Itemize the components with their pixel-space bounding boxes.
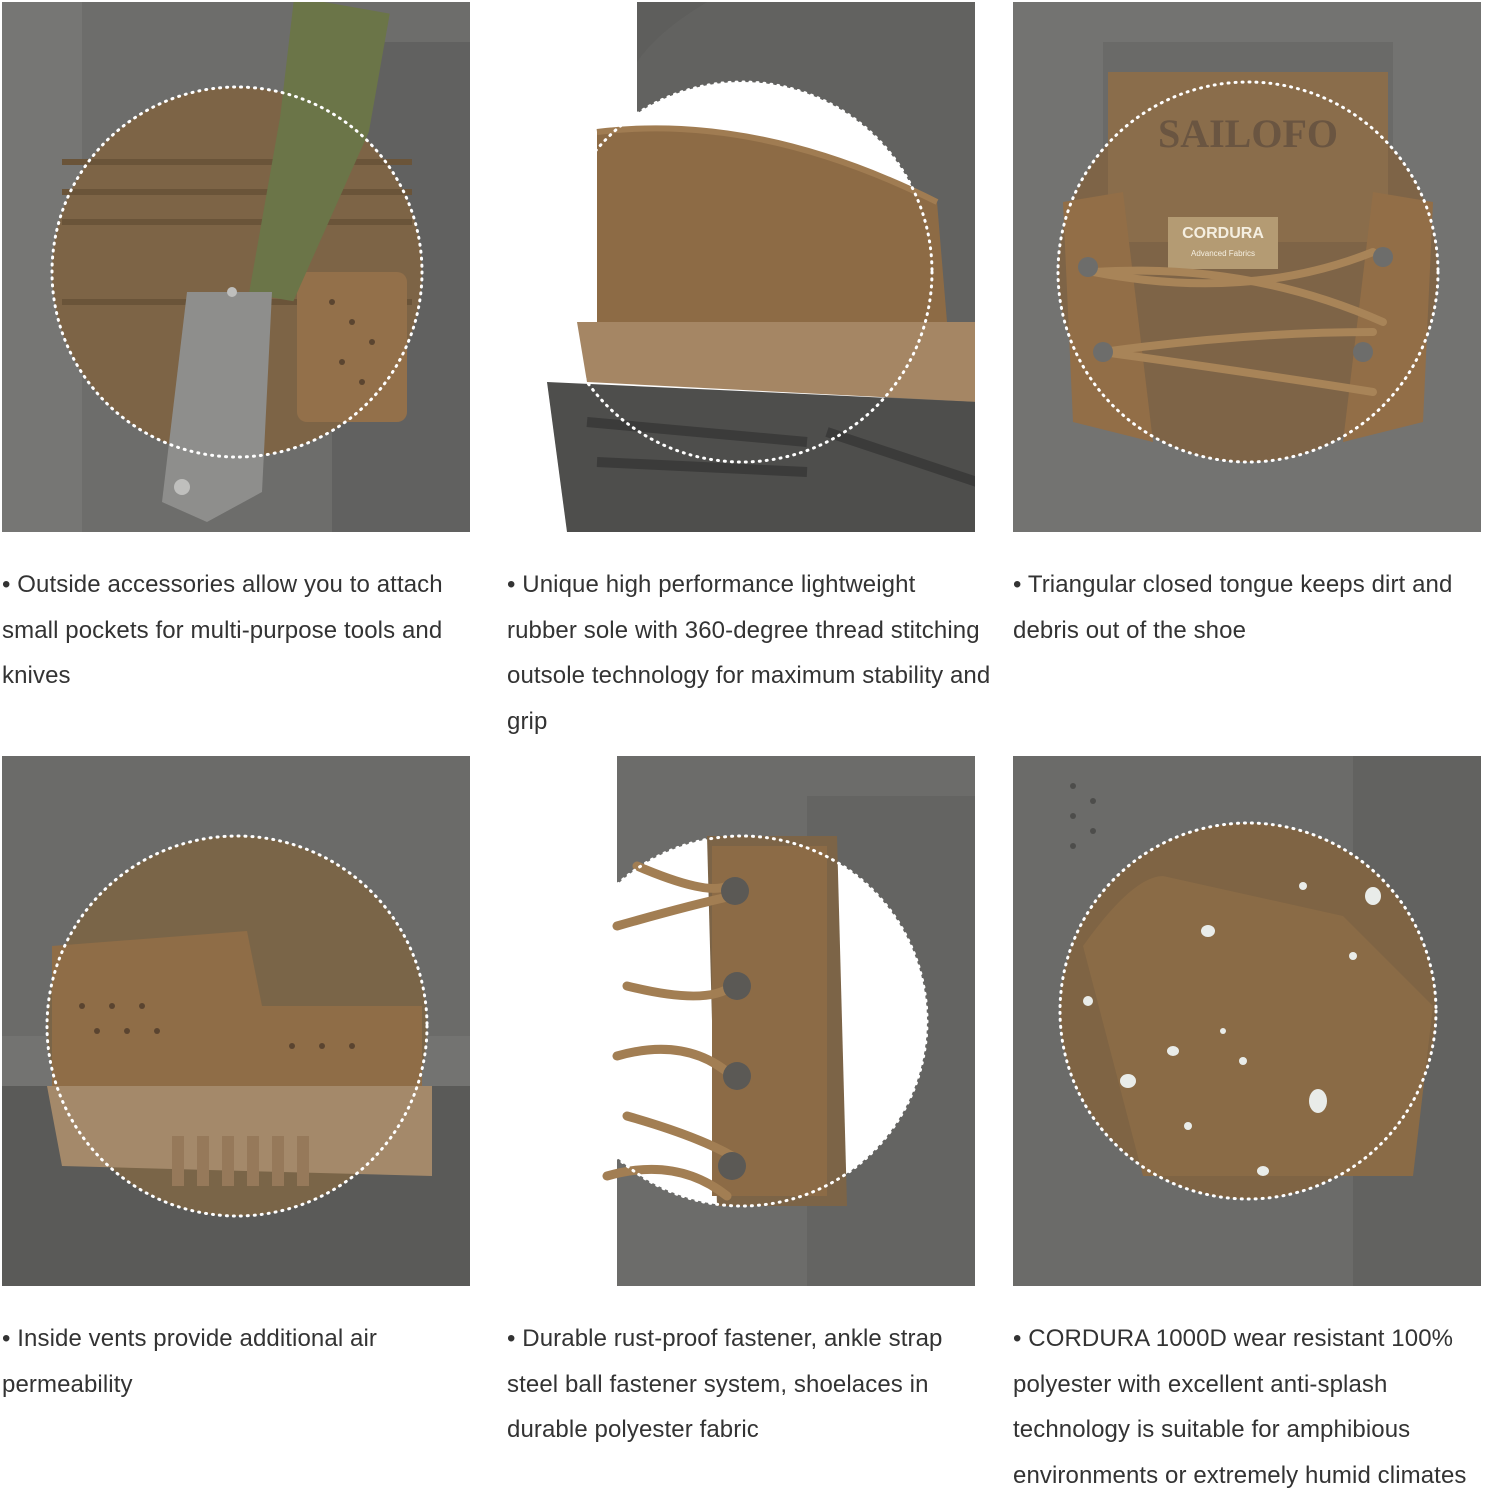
fabric-tag-main: CORDURA [1182,225,1264,242]
knife-on-molle-photo [2,2,470,532]
heel-sole-photo [507,2,975,532]
feature-caption: • Unique high performance lightweight ru… [507,571,991,735]
feature-caption: • Outside accessories allow you to attac… [2,571,443,689]
feature-caption: • Inside vents provide additional air pe… [2,1325,377,1398]
feature-caption: • Triangular closed tongue keeps dirt an… [1013,571,1453,644]
fabric-tag-sub: Advanced Fabrics [1191,249,1255,258]
feature-caption: • CORDURA 1000D wear resistant 100% poly… [1013,1325,1467,1489]
brand-logo: SAILOFO [1158,111,1338,156]
lacing-photo [507,756,975,1286]
vents-photo [2,756,470,1286]
water-droplets-photo [1013,756,1481,1286]
tongue-photo: SAILOFO CORDURA Advanced Fabrics [1013,2,1481,532]
feature-caption: • Durable rust-proof fastener, ankle str… [507,1325,943,1443]
